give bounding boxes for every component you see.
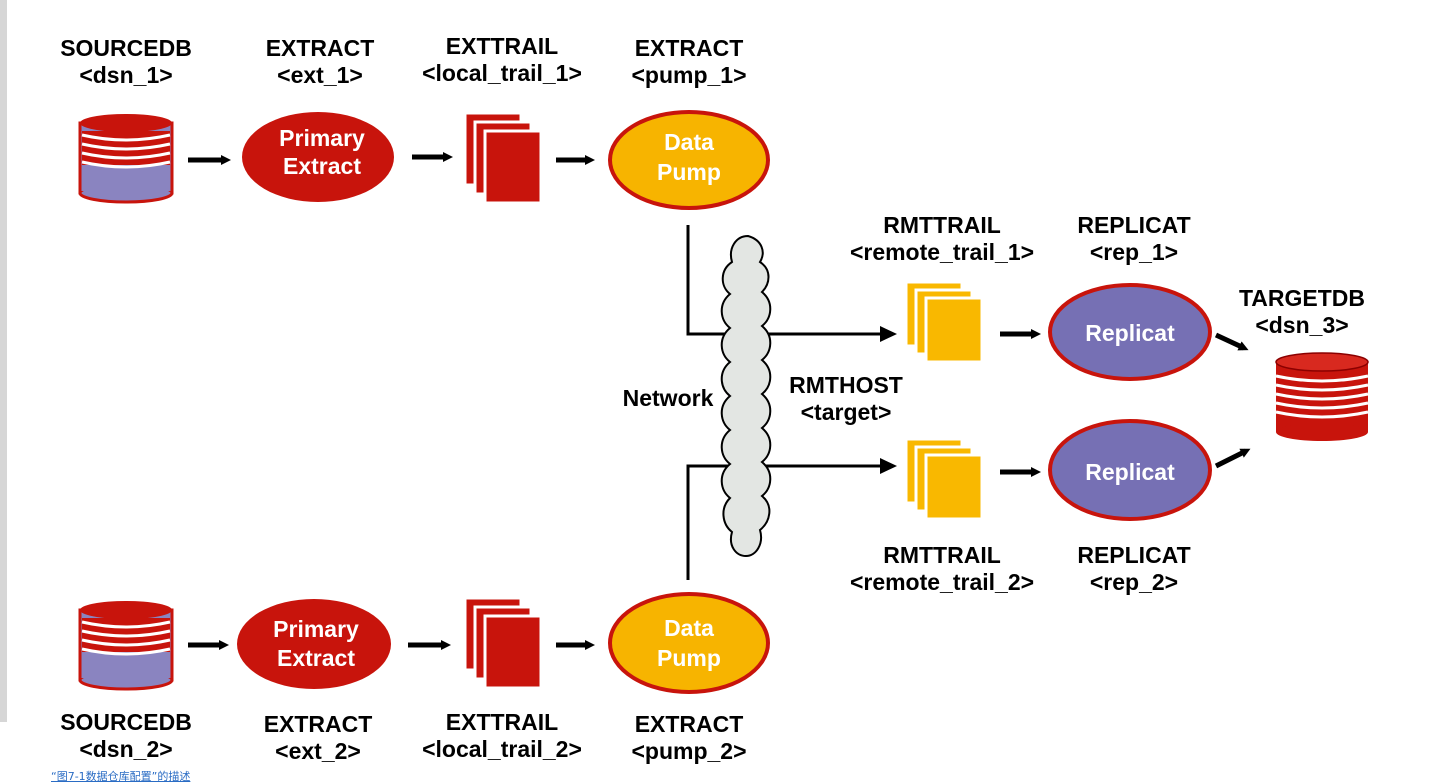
primary-extract-1-line1: Primary <box>279 125 365 151</box>
exttrail-1-label: EXTTRAIL<local_trail_1> <box>422 33 582 86</box>
source-db-2-icon <box>78 599 174 691</box>
primary-extract-1-line2: Extract <box>283 153 361 179</box>
connector-pump1-to-rmttrail1 <box>686 225 885 336</box>
primary-extract-2-line1: Primary <box>273 616 359 642</box>
arrowhead-rmttrail2 <box>880 458 897 474</box>
figure-description-link[interactable]: “图7-1数据仓库配置”的描述 <box>51 770 191 783</box>
primary-extract-2-line2: Extract <box>277 645 355 671</box>
data-pump-1-line1: Data <box>664 129 714 155</box>
sourcedb-2-label: SOURCEDB<dsn_2> <box>60 709 192 762</box>
rmttrail-1-label: RMTTRAIL<remote_trail_1> <box>849 212 1035 265</box>
targetdb-label: TARGETDB<dsn_3> <box>1238 285 1366 338</box>
page-left-edge <box>0 0 7 722</box>
arrow-replicat1-targetdb <box>1214 332 1249 351</box>
extract-pump-2-label: EXTRACT<pump_2> <box>631 711 747 764</box>
target-db-icon <box>1274 351 1370 443</box>
local-trail-1-icon <box>463 111 543 205</box>
data-pump-1-shape <box>608 110 770 210</box>
exttrail-2-label: EXTTRAIL<local_trail_2> <box>422 709 582 762</box>
extract-pump-1-label: EXTRACT<pump_1> <box>631 35 747 88</box>
replicat-2-label: REPLICAT<rep_2> <box>1077 542 1191 595</box>
replicat-1-text: Replicat <box>1085 320 1175 346</box>
network-cloud-icon <box>720 234 772 558</box>
source-db-1-icon <box>78 112 174 204</box>
arrowhead-rmttrail1 <box>880 326 897 342</box>
replicat-2-text: Replicat <box>1085 459 1175 485</box>
sourcedb-1-label: SOURCEDB<dsn_1> <box>60 35 192 88</box>
extract-1-label: EXTRACT<ext_1> <box>265 35 375 88</box>
extract-2-label: EXTRACT<ext_2> <box>263 711 373 764</box>
local-trail-2-icon <box>463 596 543 690</box>
remote-trail-2-icon <box>904 437 984 521</box>
replicat-2-shape <box>1048 419 1212 521</box>
data-pump-2-line2: Pump <box>657 645 721 671</box>
data-pump-1-line2: Pump <box>657 159 721 185</box>
rmttrail-2-label: RMTTRAIL<remote_trail_2> <box>849 542 1035 595</box>
data-pump-2-shape <box>608 592 770 694</box>
arrow-replicat2-targetdb <box>1214 448 1251 469</box>
rmthost-label: RMTHOST<target> <box>789 372 903 425</box>
connector-pump2-to-rmttrail2 <box>686 464 885 580</box>
primary-extract-2-shape <box>237 599 391 689</box>
data-pump-2-line1: Data <box>664 615 714 641</box>
replicat-1-label: REPLICAT<rep_1> <box>1077 212 1191 265</box>
replicat-1-shape <box>1048 283 1212 381</box>
network-label: Network <box>622 385 714 411</box>
remote-trail-1-icon <box>904 280 984 364</box>
primary-extract-1-shape <box>242 112 394 202</box>
